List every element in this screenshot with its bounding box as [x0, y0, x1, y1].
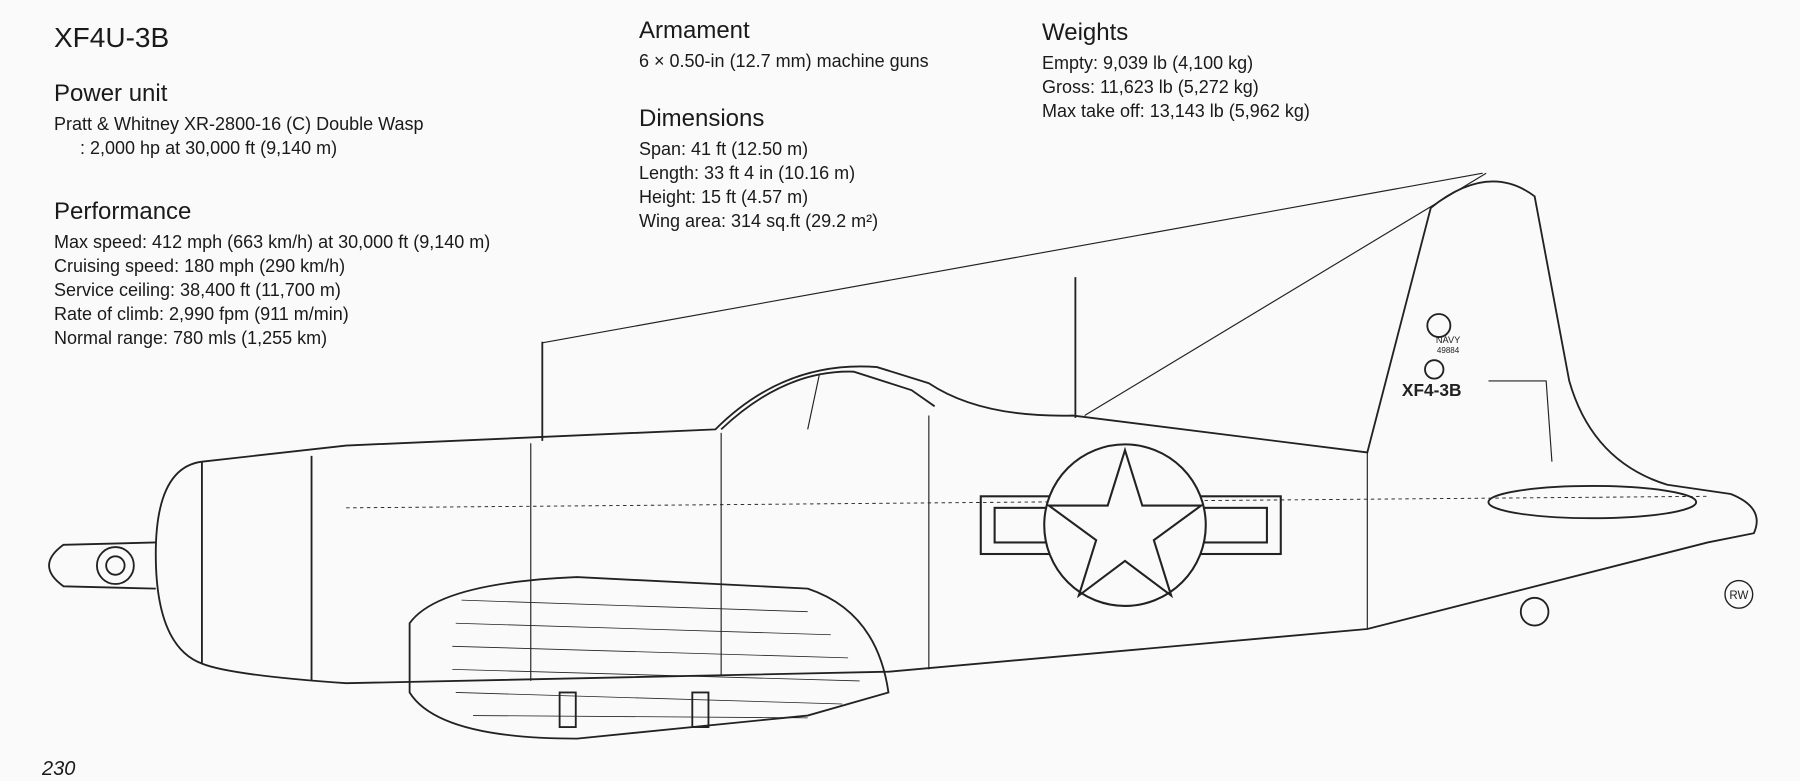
weights-section: Weights Empty: 9,039 lb (4,100 kg) Gross… [1042, 19, 1310, 123]
armament-heading: Armament [639, 17, 750, 44]
artist-signature [1724, 579, 1754, 609]
spec-line: Service ceiling: 38,400 ft (11,700 m) [54, 280, 341, 300]
power-unit-heading: Power unit [54, 80, 168, 107]
spec-line: Normal range: 780 mls (1,255 km) [54, 328, 328, 348]
tail-wheel [1519, 596, 1550, 627]
spec-line: Rate of climb: 2,990 fpm (911 m/min) [54, 304, 349, 324]
dimensions-section: Dimensions Span: 41 ft (12.50 m) Length:… [639, 105, 878, 233]
national-insignia [979, 443, 1282, 607]
page-number: 230 [42, 758, 76, 780]
weights-heading: Weights [1042, 19, 1129, 46]
horizontal-stabilizer [1487, 484, 1698, 520]
spec-line: Wing area: 314 sq.ft (29.2 m²) [639, 211, 879, 231]
armament-section: Armament 6 × 0.50-in (12.7 mm) machine g… [639, 17, 929, 73]
performance-heading: Performance [54, 198, 192, 225]
serial-marking: 49884 [1437, 346, 1460, 355]
artist-signature-text: RW [1729, 590, 1748, 602]
spec-line: Span: 41 ft (12.50 m) [639, 139, 809, 159]
spec-line: Pratt & Whitney XR-2800-16 (C) Double Wa… [54, 114, 424, 134]
antenna-wire [542, 172, 1483, 344]
spec-line: Height: 15 ft (4.57 m) [639, 187, 809, 207]
spec-line: 6 × 0.50-in (12.7 mm) machine guns [639, 51, 929, 71]
landing-gear [558, 691, 577, 728]
designation-marking: XF4-3B [1402, 380, 1462, 400]
aircraft-title: XF4U-3B [54, 22, 170, 53]
spec-line: Cruising speed: 180 mph (290 km/h) [54, 256, 346, 276]
spec-line: Gross: 11,623 lb (5,272 kg) [1042, 77, 1259, 97]
fuselage-outline [201, 180, 1758, 685]
antenna-wire [1084, 172, 1487, 417]
spec-line: Max speed: 412 mph (663 km/h) at 30,000 … [54, 232, 491, 252]
spec-line: Empty: 9,039 lb (4,100 kg) [1042, 53, 1254, 73]
spec-line: Length: 33 ft 4 in (10.16 m) [639, 163, 856, 183]
performance-section: Performance Max speed: 412 mph (663 km/h… [54, 198, 490, 350]
spec-line: Max take off: 13,143 lb (5,962 kg) [1042, 101, 1310, 121]
navy-marking: NAVY [1436, 335, 1460, 345]
gull-wing [408, 576, 890, 740]
canopy-frame [720, 370, 936, 431]
dimensions-heading: Dimensions [639, 105, 765, 132]
propeller-spinner [48, 541, 156, 590]
propeller-hub [95, 546, 135, 585]
engine-cowling [154, 460, 203, 665]
power-unit-section: Power unit Pratt & Whitney XR-2800-16 (C… [54, 80, 423, 160]
tail-light [1426, 313, 1452, 338]
spec-line: : 2,000 hp at 30,000 ft (9,140 m) [80, 138, 338, 158]
